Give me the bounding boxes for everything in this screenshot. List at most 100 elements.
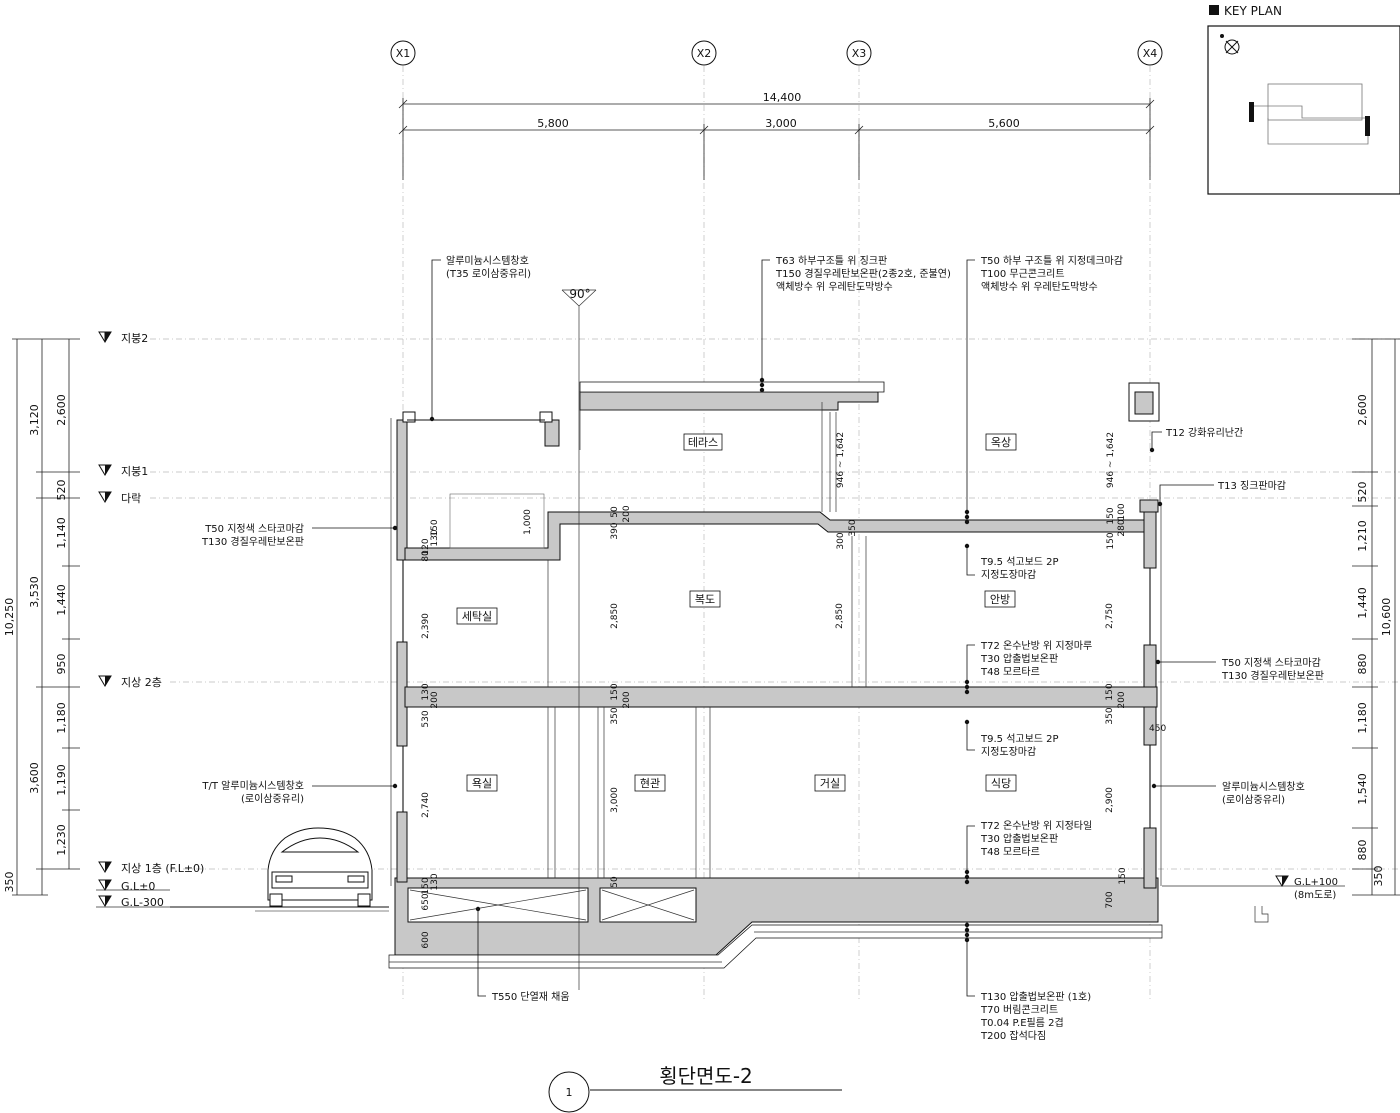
svg-text:식당: 식당 bbox=[991, 777, 1011, 790]
grid-bubble-x4: X4 bbox=[1137, 40, 1163, 66]
overall-dimension: 14,400 bbox=[763, 91, 802, 104]
svg-text:200: 200 bbox=[430, 691, 440, 708]
right-dimensions: 2,600 520 1,210 1,440 880 1,180 1,540 88… bbox=[1352, 338, 1400, 896]
svg-text:130: 130 bbox=[430, 529, 440, 546]
svg-text:650: 650 bbox=[421, 893, 431, 910]
svg-text:지붕1: 지붕1 bbox=[121, 465, 148, 478]
svg-text:(로이삼중유리): (로이삼중유리) bbox=[1222, 794, 1285, 806]
svg-text:390: 390 bbox=[610, 522, 620, 539]
note-floor-2f: T72 온수난방 위 지정마루 T30 압출법보온판 T48 모르타르 bbox=[964, 639, 1092, 695]
svg-text:946 ~ 1,642: 946 ~ 1,642 bbox=[1106, 432, 1116, 488]
bay-dimension: 3,000 bbox=[765, 117, 797, 130]
svg-text:액체방수 위 우레탄도막방수: 액체방수 위 우레탄도막방수 bbox=[981, 280, 1098, 293]
note-wall-right: T50 지정색 스타코마감 T130 경질우레탄보온판 bbox=[1155, 657, 1324, 682]
roof-pitch-marker: 90° bbox=[561, 287, 597, 990]
note-ceiling-2f: T9.5 석고보드 2P 지정도장마감 bbox=[964, 543, 1059, 581]
svg-text:350: 350 bbox=[610, 707, 620, 724]
svg-text:G.L+100: G.L+100 bbox=[1294, 877, 1338, 888]
svg-text:200: 200 bbox=[622, 691, 632, 708]
left-dimensions: 10,250 3,120 3,530 3,600 350 2,600 520 1… bbox=[3, 338, 80, 896]
svg-text:880: 880 bbox=[1356, 840, 1369, 861]
svg-text:T48 모르타르: T48 모르타르 bbox=[980, 846, 1040, 858]
svg-text:600: 600 bbox=[421, 931, 431, 948]
svg-text:1,190: 1,190 bbox=[55, 764, 68, 796]
level-marker: 지붕2 bbox=[98, 331, 148, 345]
svg-text:T12 강화유리난간: T12 강화유리난간 bbox=[1165, 427, 1243, 439]
svg-text:T72 온수난방 위 지정마루: T72 온수난방 위 지정마루 bbox=[980, 639, 1092, 652]
svg-text:150: 150 bbox=[1105, 683, 1115, 700]
svg-text:(T35 로이삼중유리): (T35 로이삼중유리) bbox=[446, 268, 531, 280]
svg-text:X4: X4 bbox=[1143, 47, 1158, 60]
svg-text:T100 무근콘크리트: T100 무근콘크리트 bbox=[980, 268, 1065, 280]
svg-text:100: 100 bbox=[1117, 503, 1127, 520]
level-marker: 지상 1층 (F.L±0) bbox=[98, 861, 204, 875]
svg-text:2,750: 2,750 bbox=[1105, 603, 1115, 629]
svg-text:X3: X3 bbox=[852, 47, 867, 60]
svg-text:950: 950 bbox=[55, 654, 68, 675]
svg-text:T13 징크판마감: T13 징크판마감 bbox=[1217, 480, 1286, 492]
svg-text:150: 150 bbox=[1118, 867, 1128, 884]
svg-text:150: 150 bbox=[421, 877, 431, 894]
svg-text:90°: 90° bbox=[569, 287, 590, 301]
svg-text:현관: 현관 bbox=[640, 777, 660, 790]
note-window-top: 알루미늄시스템창호 (T35 로이삼중유리) bbox=[429, 255, 531, 422]
svg-text:옥상: 옥상 bbox=[991, 436, 1011, 449]
drawing-title-text: 횡단면도-2 bbox=[659, 1064, 753, 1088]
slabs bbox=[402, 381, 1160, 878]
svg-text:300: 300 bbox=[836, 532, 846, 549]
svg-text:지정도장마감: 지정도장마감 bbox=[981, 746, 1036, 758]
note-glass-railing: T12 강화유리난간 bbox=[1149, 427, 1243, 453]
level-marker: G.L±0 bbox=[96, 879, 170, 893]
svg-text:946 ~ 1,642: 946 ~ 1,642 bbox=[836, 432, 846, 488]
svg-text:욕실: 욕실 bbox=[472, 777, 492, 790]
svg-text:1,540: 1,540 bbox=[1356, 773, 1369, 805]
room-tag: 욕실 bbox=[466, 774, 498, 792]
grid-bubble-x1: X1 bbox=[390, 40, 416, 66]
svg-text:2,600: 2,600 bbox=[55, 394, 68, 426]
svg-text:3,120: 3,120 bbox=[28, 404, 41, 436]
svg-text:150: 150 bbox=[1106, 507, 1116, 524]
svg-text:1,180: 1,180 bbox=[55, 702, 68, 734]
svg-text:T63 하부구조틀 위 징크판: T63 하부구조틀 위 징크판 bbox=[775, 254, 887, 267]
grid-bubble-x2: X2 bbox=[691, 40, 717, 66]
svg-text:350: 350 bbox=[848, 519, 858, 536]
svg-text:액체방수 위 우레탄도막방수: 액체방수 위 우레탄도막방수 bbox=[776, 280, 893, 293]
svg-text:G.L-300: G.L-300 bbox=[121, 896, 164, 909]
svg-text:130: 130 bbox=[421, 683, 431, 700]
svg-text:(8m도로): (8m도로) bbox=[1294, 890, 1336, 901]
svg-text:T/T 알루미늄시스템창호: T/T 알루미늄시스템창호 bbox=[201, 780, 304, 792]
svg-text:T50 하부 구조틀 위 지정데크마감: T50 하부 구조틀 위 지정데크마감 bbox=[980, 254, 1123, 267]
svg-text:150: 150 bbox=[430, 519, 440, 536]
svg-text:T9.5 석고보드 2P: T9.5 석고보드 2P bbox=[980, 556, 1059, 568]
level-lines bbox=[150, 338, 1400, 870]
svg-text:T30 압출법보온판: T30 압출법보온판 bbox=[980, 832, 1058, 845]
svg-text:T70 버림콘크리트: T70 버림콘크리트 bbox=[980, 1004, 1058, 1016]
bay-dimension: 5,800 bbox=[537, 117, 569, 130]
svg-text:세탁실: 세탁실 bbox=[462, 610, 492, 623]
svg-text:150: 150 bbox=[1106, 532, 1116, 549]
svg-text:2,390: 2,390 bbox=[421, 613, 431, 639]
note-floor-1f: T72 온수난방 위 지정타일 T30 압출법보온판 T48 모르타르 bbox=[964, 819, 1092, 885]
svg-text:1,210: 1,210 bbox=[1356, 520, 1369, 552]
grid-lines bbox=[402, 66, 1151, 1000]
svg-text:T50 지정색 스타코마감: T50 지정색 스타코마감 bbox=[1221, 657, 1321, 669]
svg-text:T130 경질우레탄보온판: T130 경질우레탄보온판 bbox=[201, 535, 304, 548]
svg-text:200: 200 bbox=[622, 505, 632, 522]
svg-text:알루미늄시스템창호: 알루미늄시스템창호 bbox=[1222, 781, 1305, 793]
svg-text:520: 520 bbox=[55, 480, 68, 501]
bay-dimension: 5,600 bbox=[988, 117, 1020, 130]
svg-text:1,180: 1,180 bbox=[1356, 702, 1369, 734]
svg-text:T200 잡석다짐: T200 잡석다짐 bbox=[980, 1030, 1046, 1042]
svg-text:T30 압출법보온판: T30 압출법보온판 bbox=[980, 652, 1058, 665]
svg-text:T130 압출법보온판 (1호): T130 압출법보온판 (1호) bbox=[980, 990, 1091, 1003]
room-tag: 거실 bbox=[814, 774, 846, 792]
svg-text:1,140: 1,140 bbox=[55, 517, 68, 549]
svg-text:1,440: 1,440 bbox=[55, 584, 68, 616]
svg-text:2,740: 2,740 bbox=[421, 792, 431, 818]
svg-text:880: 880 bbox=[1356, 654, 1369, 675]
svg-text:T150 경질우레탄보온판(2종2호, 준불연): T150 경질우레탄보온판(2종2호, 준불연) bbox=[775, 267, 951, 280]
svg-text:G.L±0: G.L±0 bbox=[121, 880, 155, 893]
room-tag: 테라스 bbox=[683, 433, 723, 451]
drawing-title: 1 횡단면도-2 bbox=[548, 1064, 842, 1113]
note-ceiling-1f: T9.5 석고보드 2P 지정도장마감 bbox=[964, 719, 1059, 758]
